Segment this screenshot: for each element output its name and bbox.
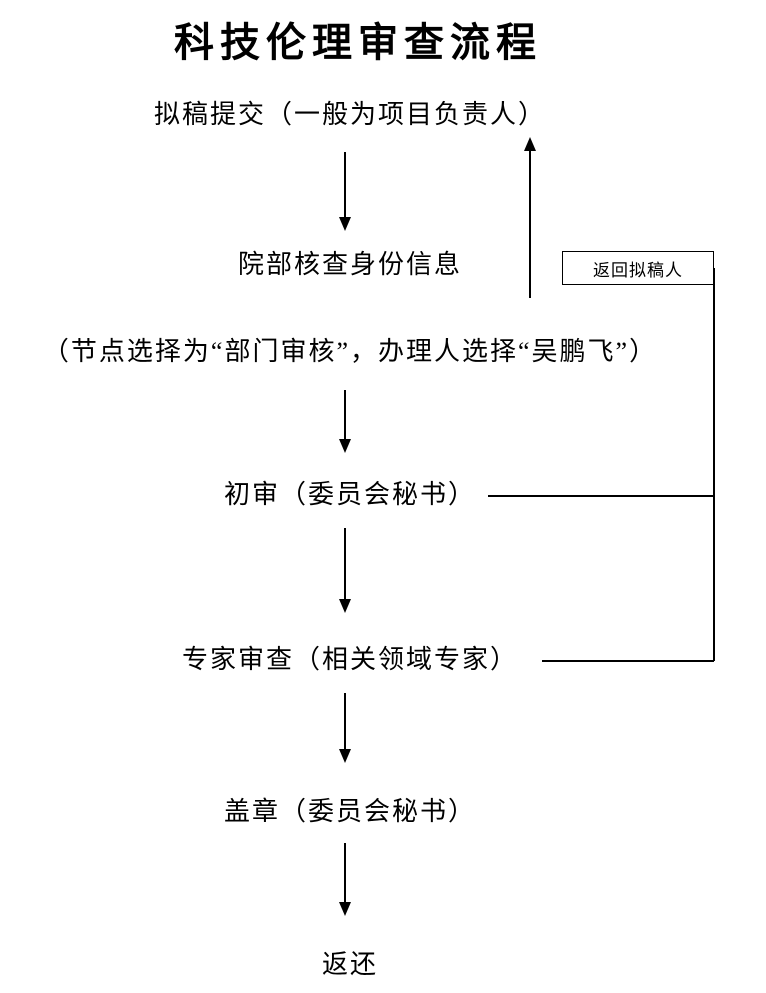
step-final-return: 返还 bbox=[321, 950, 378, 979]
step-identity-check: 院部核查身份信息 bbox=[237, 250, 462, 279]
return-to-drafter-box: 返回拟稿人 bbox=[562, 251, 714, 285]
arrow-verify-to-preliminary bbox=[339, 390, 351, 453]
step-identity-check-note: （节点选择为“部门审核”，办理人选择“吴鹏飞”） bbox=[42, 337, 658, 366]
step-preliminary-review: 初审（委员会秘书） bbox=[223, 480, 476, 509]
step-draft-submit: 拟稿提交（一般为项目负责人） bbox=[153, 100, 546, 129]
step-stamp: 盖章（委员会秘书） bbox=[223, 797, 476, 826]
arrow-stamp-to-return bbox=[339, 843, 351, 916]
arrow-expert-to-stamp bbox=[339, 693, 351, 763]
arrow-draft-to-verify bbox=[339, 152, 351, 231]
step-expert-review: 专家审查（相关领域专家） bbox=[181, 645, 518, 674]
arrow-preliminary-to-expert bbox=[339, 528, 351, 613]
return-to-drafter-label: 返回拟稿人 bbox=[593, 260, 683, 280]
page-title: 科技伦理审查流程 bbox=[174, 20, 542, 65]
